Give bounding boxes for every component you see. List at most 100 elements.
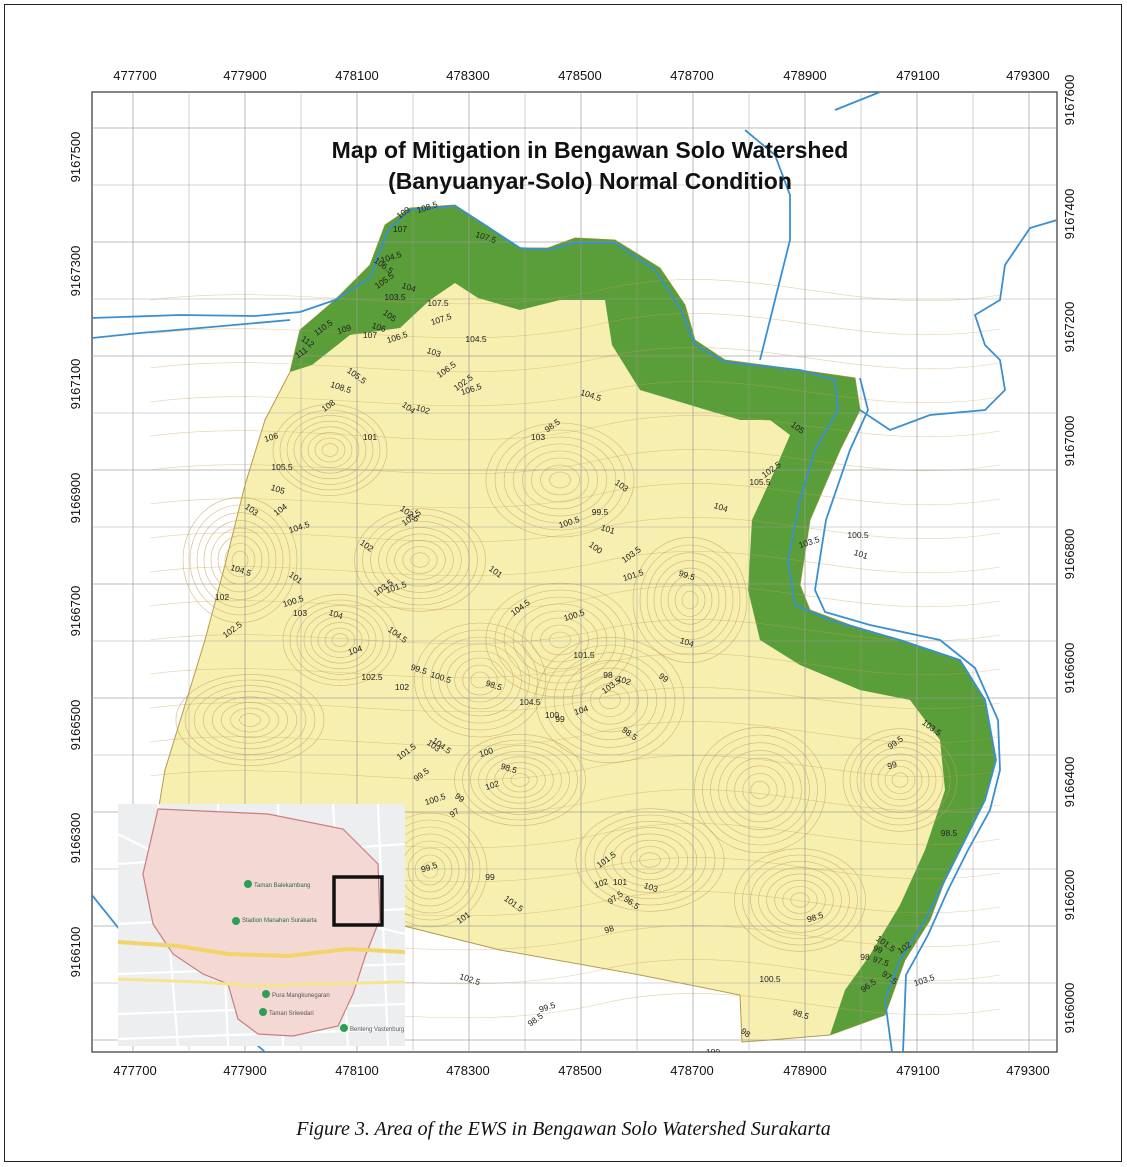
contour-ring bbox=[485, 422, 635, 538]
contour-label: 106 bbox=[263, 430, 280, 444]
contour-ring bbox=[494, 589, 626, 691]
contour-ring bbox=[646, 552, 734, 648]
contour-ring bbox=[446, 650, 514, 710]
contour-label: 104 bbox=[573, 703, 590, 717]
contour-ring bbox=[726, 757, 794, 823]
contour-ring bbox=[660, 567, 720, 633]
contour-label: 102 bbox=[215, 592, 229, 602]
contour-ring bbox=[407, 847, 453, 893]
inset-label-palace: Pura Mangkunegaran bbox=[272, 993, 330, 999]
contour-ring bbox=[884, 766, 916, 794]
x-tick-label-top: 477700 bbox=[113, 68, 156, 83]
contour-label: 101 bbox=[853, 547, 870, 561]
contour-label: 103 bbox=[753, 1049, 771, 1066]
y-tick-label-right: 9167200 bbox=[1062, 302, 1077, 353]
contour-ring bbox=[210, 527, 270, 593]
contour-ring bbox=[584, 814, 716, 906]
x-tick-label-bottom: 478500 bbox=[558, 1063, 601, 1078]
contour-label: 99.5 bbox=[410, 662, 429, 677]
contour-ring bbox=[370, 520, 470, 599]
contour-ring bbox=[521, 450, 598, 510]
x-tick-label-top: 479100 bbox=[896, 68, 939, 83]
contour-label: 105.5 bbox=[271, 462, 293, 472]
contour-ring bbox=[321, 443, 339, 457]
y-tick-label-left: 9166900 bbox=[68, 473, 83, 524]
contour-ring bbox=[503, 436, 617, 524]
contour-ring bbox=[549, 471, 571, 489]
contour-ring bbox=[602, 827, 698, 893]
inset-secondary-road bbox=[118, 977, 405, 988]
contour-ring bbox=[639, 544, 741, 656]
y-tick-label-left: 9166300 bbox=[68, 813, 83, 864]
contour-ring bbox=[494, 429, 626, 531]
contour-line bbox=[149, 449, 1001, 475]
contour-label: 102 bbox=[593, 876, 610, 890]
contour-ring bbox=[575, 808, 725, 912]
contour-ring bbox=[758, 867, 842, 933]
contour-ring bbox=[354, 508, 486, 612]
contour-label: 99 bbox=[485, 872, 495, 882]
contour-ring bbox=[293, 420, 367, 480]
contour-ring bbox=[611, 833, 688, 887]
contour-ring bbox=[653, 560, 727, 640]
contour-ring bbox=[410, 552, 430, 568]
contour-ring bbox=[189, 504, 291, 616]
contour-ring bbox=[632, 536, 748, 663]
y-tick-label-left: 9166100 bbox=[68, 927, 83, 978]
y-tick-label-right: 9166800 bbox=[1062, 529, 1077, 580]
inset-park-pin bbox=[244, 880, 252, 888]
contour-ring bbox=[521, 610, 598, 670]
x-tick-label-bottom: 479100 bbox=[896, 1063, 939, 1078]
x-tick-label-top: 478500 bbox=[558, 68, 601, 83]
contour-ring bbox=[485, 582, 635, 698]
contour-ring bbox=[184, 679, 316, 761]
contour-label: 99 bbox=[872, 943, 884, 956]
contour-label: 103 bbox=[531, 432, 545, 442]
contour-ring bbox=[324, 627, 356, 653]
contour-label: 98.5 bbox=[806, 910, 825, 925]
contour-ring bbox=[782, 886, 818, 914]
contour-ring bbox=[702, 734, 818, 846]
contour-ring bbox=[849, 734, 951, 826]
contour-label: 100.5 bbox=[759, 974, 781, 984]
contour-ring bbox=[196, 512, 284, 608]
contour-ring bbox=[202, 690, 298, 750]
contour-label: 100 bbox=[706, 1047, 720, 1057]
inset-label-stadium: Stadion Manahan Surakarta bbox=[242, 918, 317, 924]
contour-label: 98 bbox=[860, 952, 870, 962]
mitigation-zone bbox=[290, 205, 995, 1035]
contour-ring bbox=[891, 772, 909, 788]
contour-label: 99 bbox=[555, 714, 565, 724]
contour-label: 104 bbox=[328, 607, 345, 621]
river-outer bbox=[814, 377, 1001, 1052]
y-tick-label-left: 9166700 bbox=[68, 586, 83, 637]
contour-line bbox=[149, 721, 1001, 747]
contour-label: 107.5 bbox=[427, 298, 449, 308]
x-tick-label-bottom: 478900 bbox=[783, 1063, 826, 1078]
contour-ring bbox=[750, 780, 770, 800]
contour-ring bbox=[774, 879, 826, 921]
contour-ring bbox=[414, 854, 446, 886]
x-tick-label-bottom: 478100 bbox=[335, 1063, 378, 1078]
contour-ring bbox=[856, 740, 944, 819]
contour-label: 98.5 bbox=[792, 1007, 811, 1022]
contour-label: 109 bbox=[336, 322, 353, 336]
contour-ring bbox=[212, 696, 289, 744]
river-north bbox=[744, 129, 791, 361]
contour-ring bbox=[282, 594, 398, 686]
contour-ring bbox=[231, 550, 249, 570]
x-tick-label-top: 478300 bbox=[446, 68, 489, 83]
contour-label: 101 bbox=[613, 877, 627, 887]
contour-label: 99.5 bbox=[592, 507, 609, 517]
contour-ring bbox=[790, 892, 810, 908]
contour-label: 102 bbox=[395, 682, 409, 692]
contour-ring bbox=[402, 546, 438, 574]
contour-label: 104 bbox=[713, 500, 730, 514]
contour-line bbox=[149, 551, 1001, 577]
contour-ring bbox=[454, 657, 506, 703]
contour-ring bbox=[535, 636, 685, 763]
x-tick-label-bottom: 478300 bbox=[446, 1063, 489, 1078]
y-tick-labels-left: 9167500916730091671009166900916670091665… bbox=[68, 132, 83, 978]
contour-line bbox=[149, 415, 1001, 441]
